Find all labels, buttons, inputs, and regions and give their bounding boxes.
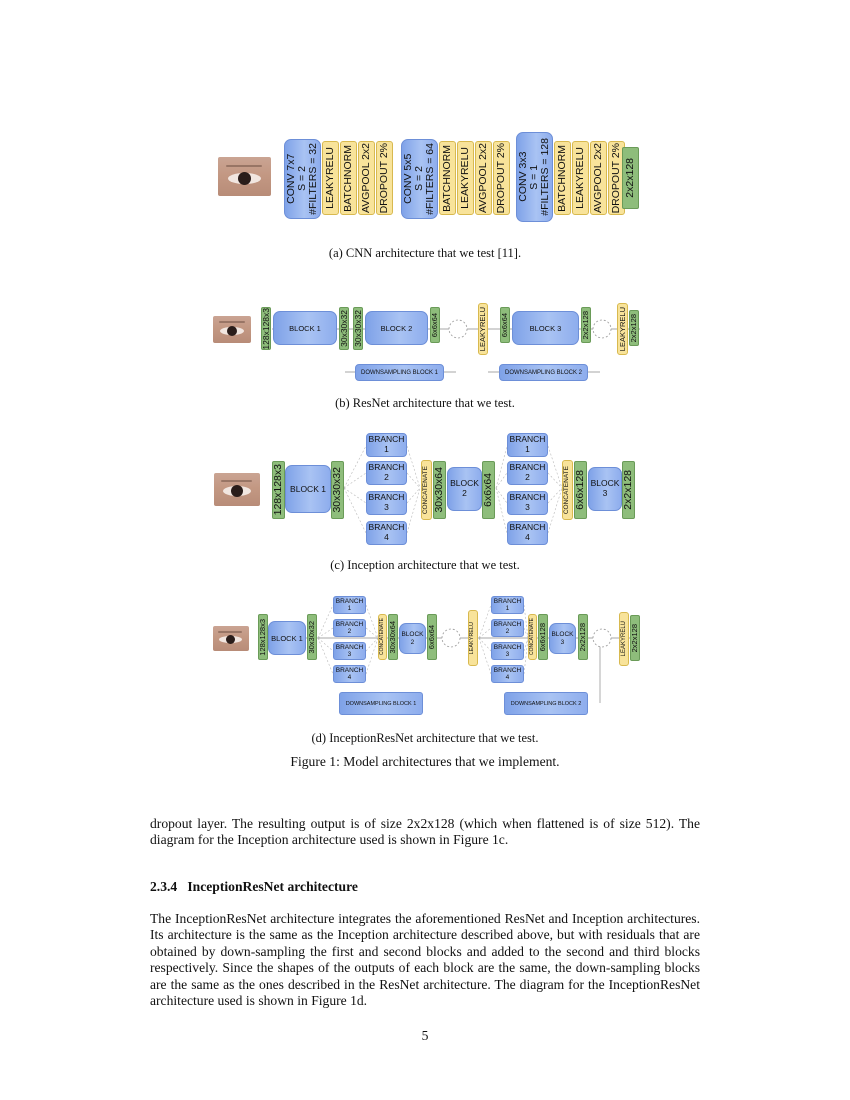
concatenate-layer: CONCATENATE [528, 614, 537, 660]
leakyrelu-layer: LEAKYRELU [468, 610, 478, 666]
shape-label: 30x30x64 [433, 461, 446, 519]
shape-label: 6x6x64 [500, 307, 510, 343]
eye-image [213, 626, 249, 651]
subfigure-c-caption: (c) Inception architecture that we test. [330, 558, 520, 572]
block-1: BLOCK 1 [268, 621, 306, 655]
block-2: BLOCK 2 [399, 623, 426, 654]
input-shape: 128x128x3 [272, 461, 285, 519]
subfigure-d-caption: (d) InceptionResNet architecture that we… [311, 731, 539, 745]
downsampling-block-2: DOWNSAMPLING BLOCK 2 [499, 364, 588, 381]
concatenate-layer: CONCATENATE [421, 460, 432, 520]
input-shape: 128x128x3 [260, 307, 271, 350]
shape-label: 2x2x128 [629, 310, 639, 346]
op-layer: BATCHNORM [439, 141, 456, 215]
shape-label: 30x30x32 [339, 307, 349, 350]
shape-label: 2x2x128 [578, 614, 588, 660]
paragraph: The InceptionResNet architecture integra… [150, 911, 700, 1009]
branch-3: BRANCH 3 [491, 642, 524, 660]
block-1: BLOCK 1 [273, 311, 337, 345]
concatenate-layer: CONCATENATE [378, 614, 387, 660]
branch-4: BRANCH 4 [366, 521, 407, 545]
downsampling-block-2: DOWNSAMPLING BLOCK 2 [504, 692, 588, 715]
branch-1: BRANCH 1 [507, 433, 548, 457]
branch-4: BRANCH 4 [333, 665, 366, 683]
downsampling-block-1: DOWNSAMPLING BLOCK 1 [339, 692, 423, 715]
block-3: BLOCK 3 [512, 311, 579, 345]
block-2: BLOCK 2 [447, 467, 482, 511]
eye-image [214, 473, 260, 506]
shape-label: 30x30x64 [388, 614, 398, 660]
branch-2: BRANCH 2 [491, 619, 524, 637]
op-layer: BATCHNORM [340, 141, 357, 215]
shape-label: 2x2x128 [581, 307, 591, 343]
paragraph: dropout layer. The resulting output is o… [150, 816, 700, 848]
shape-label: 6x6x128 [538, 614, 548, 660]
branch-2: BRANCH 2 [507, 461, 548, 485]
branch-2: BRANCH 2 [366, 461, 407, 485]
section-heading: 2.3.4 InceptionResNet architecture [150, 879, 358, 895]
shape-label: 30x30x32 [353, 307, 363, 350]
block-3: BLOCK 3 [588, 467, 622, 511]
downsampling-block-1: DOWNSAMPLING BLOCK 1 [355, 364, 444, 381]
output-shape: 2x2x128 [622, 147, 639, 209]
leakyrelu-layer: LEAKYRELU [619, 612, 629, 666]
shape-label: 6x6x64 [430, 307, 440, 343]
branch-1: BRANCH 1 [366, 433, 407, 457]
block-2: BLOCK 2 [365, 311, 428, 345]
figure-caption: Figure 1: Model architectures that we im… [290, 754, 560, 769]
op-layer: LEAKYRELU [457, 141, 474, 215]
eye-image [213, 316, 251, 343]
shape-label: 6x6x64 [482, 461, 495, 519]
shape-label: 2x2x128 [630, 615, 640, 661]
shape-label: 30x30x32 [331, 461, 344, 519]
op-layer: BATCHNORM [554, 141, 571, 215]
inceptionresnet-connections [268, 604, 632, 703]
op-layer: DROPOUT 2% [493, 141, 510, 215]
branch-4: BRANCH 4 [491, 665, 524, 683]
shape-label: 6x6x64 [427, 614, 437, 660]
block-1: BLOCK 1 [285, 465, 331, 513]
leakyrelu-layer: LEAKYRELU [617, 303, 628, 355]
branch-1: BRANCH 1 [491, 596, 524, 614]
section-title: InceptionResNet architecture [187, 879, 358, 894]
subfigure-a-caption: (a) CNN architecture that we test [11]. [328, 246, 522, 260]
branch-1: BRANCH 1 [333, 596, 366, 614]
leakyrelu-layer: LEAKYRELU [478, 303, 488, 355]
subfigure-b-caption: (b) ResNet architecture that we test. [335, 396, 515, 410]
branch-2: BRANCH 2 [333, 619, 366, 637]
op-layer: AVGPOOL 2x2 [590, 141, 607, 215]
shape-label: 30x30x32 [307, 614, 317, 660]
eye-image [218, 157, 271, 196]
page-number: 5 [421, 1028, 429, 1043]
inception-connections [343, 445, 563, 534]
branch-3: BRANCH 3 [507, 491, 548, 515]
branch-3: BRANCH 3 [333, 642, 366, 660]
op-layer: DROPOUT 2% [376, 141, 393, 215]
branch-3: BRANCH 3 [366, 491, 407, 515]
branch-4: BRANCH 4 [507, 521, 548, 545]
block-3: BLOCK 3 [549, 623, 576, 654]
section-number: 2.3.4 [150, 879, 178, 894]
op-layer: AVGPOOL 2x2 [475, 141, 492, 215]
op-layer: LEAKYRELU [322, 141, 339, 215]
input-shape: 128x128x3 [258, 614, 268, 660]
op-layer: LEAKYRELU [572, 141, 589, 215]
concatenate-layer: CONCATENATE [562, 460, 573, 520]
shape-label: 6x6x128 [574, 461, 587, 519]
op-layer: AVGPOOL 2x2 [358, 141, 375, 215]
shape-label: 2x2x128 [622, 461, 635, 519]
